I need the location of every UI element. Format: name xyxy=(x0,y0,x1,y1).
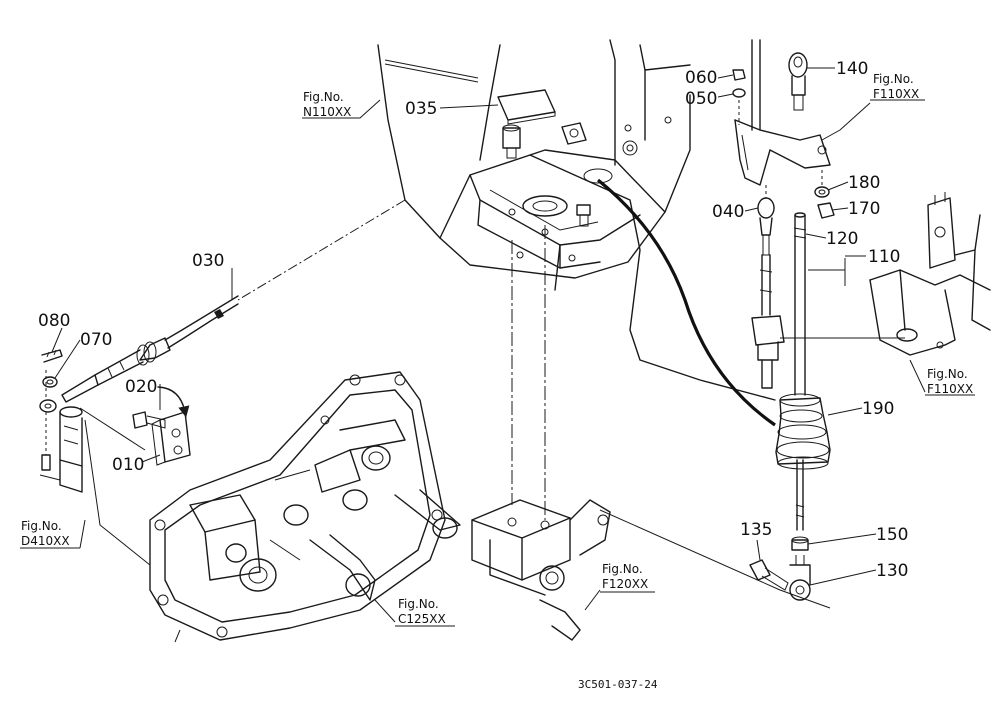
fig-ref-label: Fig.No. xyxy=(602,562,643,576)
boot-190 xyxy=(775,393,831,470)
nut-170 xyxy=(817,202,835,219)
black-cable xyxy=(596,178,776,427)
joint-130 xyxy=(789,555,811,601)
lower-bracket-f120 xyxy=(471,225,831,641)
bracket-010 xyxy=(151,411,191,466)
cable-rod xyxy=(751,254,785,389)
callout-070: 070 xyxy=(80,330,112,350)
callout-120: 120 xyxy=(826,229,858,249)
upper-housing xyxy=(377,39,776,401)
callout-110: 110 xyxy=(868,247,900,267)
fig-ref-code: C125XX xyxy=(398,612,446,626)
small-bolt xyxy=(576,204,591,227)
transmission-case xyxy=(149,371,461,643)
side-bracket-f110 xyxy=(780,192,991,356)
figure-references: Fig.No. N110XX Fig.No. F110XX Fig.No. F1… xyxy=(21,72,973,626)
callout-030: 030 xyxy=(192,251,224,271)
callout-170: 170 xyxy=(848,199,880,219)
ball-joint-040 xyxy=(757,185,775,256)
drawing-code: 3C501-037-24 xyxy=(578,678,658,691)
callout-060: 060 xyxy=(685,68,717,88)
fig-ref-code: N110XX xyxy=(303,105,351,119)
callout-135: 135 xyxy=(740,520,772,540)
callout-180: 180 xyxy=(848,173,880,193)
leader-lines xyxy=(20,67,975,627)
fig-ref-label: Fig.No. xyxy=(21,519,62,533)
fig-ref-n110: Fig.No. N110XX xyxy=(303,90,351,119)
callout-050: 050 xyxy=(685,89,717,109)
callout-150: 150 xyxy=(876,525,908,545)
bolt-135 xyxy=(749,559,789,591)
shaft-d410 xyxy=(39,406,151,566)
callout-010: 010 xyxy=(112,455,144,475)
callout-190: 190 xyxy=(862,399,894,419)
fig-ref-label: Fig.No. xyxy=(303,90,344,104)
upper-right-bracket xyxy=(734,39,831,186)
callout-080: 080 xyxy=(38,311,70,331)
fig-ref-label: Fig.No. xyxy=(873,72,914,86)
washer-050 xyxy=(732,88,746,98)
fig-ref-f120: Fig.No. F120XX xyxy=(602,562,648,591)
fig-ref-code: F110XX xyxy=(873,87,919,101)
plate-035 xyxy=(497,89,556,125)
spacer-150 xyxy=(791,536,809,551)
rod-end-140 xyxy=(788,52,808,111)
fig-ref-c125: Fig.No. C125XX xyxy=(398,597,446,626)
fig-ref-label: Fig.No. xyxy=(398,597,439,611)
bolt-under-plate xyxy=(502,124,521,159)
part-callouts: 030 035 080 070 020 010 060 050 140 180 … xyxy=(38,59,908,581)
fig-ref-f110-top: Fig.No. F110XX xyxy=(873,72,919,101)
fig-ref-label: Fig.No. xyxy=(927,367,968,381)
fig-ref-code: F120XX xyxy=(602,577,648,591)
fig-ref-d410: Fig.No. D410XX xyxy=(21,519,70,548)
fig-ref-code: D410XX xyxy=(21,534,70,548)
clip-080 xyxy=(41,349,63,363)
fig-ref-code: F110XX xyxy=(927,382,973,396)
cable-030 xyxy=(61,199,406,403)
fig-ref-f110-right: Fig.No. F110XX xyxy=(927,367,973,396)
callout-140: 140 xyxy=(836,59,868,79)
square-nut xyxy=(561,122,587,145)
callout-020: 020 xyxy=(125,377,157,397)
cable-eye-end xyxy=(39,399,57,413)
washer-180 xyxy=(814,186,830,198)
callout-130: 130 xyxy=(876,561,908,581)
washer-070 xyxy=(42,376,58,388)
nut-060 xyxy=(732,69,746,81)
callout-040: 040 xyxy=(712,202,744,222)
bolt-020 xyxy=(132,411,166,429)
callout-035: 035 xyxy=(405,99,437,119)
rod-120 xyxy=(793,212,807,531)
